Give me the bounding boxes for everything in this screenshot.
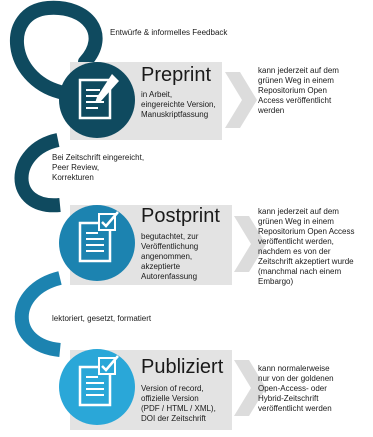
desc-line: Manuskriptfassung [141, 110, 209, 119]
transition-label-edited: lektoriert, gesetzt, formatiert [52, 314, 152, 323]
stage-note-preprint: kann jederzeit auf dem grünen Weg in ein… [258, 66, 339, 116]
stage-note-postprint: kann jederzeit auf dem grünen Weg in ein… [258, 207, 355, 287]
desc-line: (PDF / HTML / XML), [141, 404, 216, 413]
desc-line: in Arbeit, [141, 90, 173, 99]
note-line: nachdem es von der [258, 247, 331, 256]
desc-line: angenommen, [141, 252, 193, 261]
stage-title-postprint: Postprint [141, 205, 220, 227]
note-line: Zeitschrift akzeptiert wurde [258, 257, 354, 266]
note-line: kann jederzeit auf dem [258, 66, 339, 75]
note-line: grünen Weg in einem [258, 76, 334, 85]
arrow-publiziert [234, 360, 266, 416]
circle-publiziert [59, 349, 135, 425]
note-line: kann normalerweise [258, 364, 330, 373]
arrow-postprint [234, 216, 266, 272]
note-line: Access veröffentlicht [258, 96, 332, 105]
transition-line: Korrekturen [52, 173, 94, 182]
top-spiral [9, 0, 103, 99]
stage-note-publiziert: kann normalerweise nur von der goldenen … [258, 364, 334, 414]
stage-desc-preprint: in Arbeit, eingereichte Version, Manuskr… [141, 90, 216, 120]
note-line: (manchmal nach einem [258, 267, 342, 276]
desc-line: Version of record, [141, 384, 204, 393]
stage-desc-publiziert: Version of record, offizielle Version (P… [141, 384, 216, 424]
arrow-preprint [225, 72, 257, 128]
desc-line: begutachtet, zur [141, 232, 199, 241]
note-line: Repositorium Open Access [258, 227, 355, 236]
transition-line: Peer Review, [52, 163, 100, 172]
document-edit-icon [78, 74, 119, 120]
note-line: kann jederzeit auf dem [258, 207, 339, 216]
transition-line: Bei Zeitschrift eingereicht, [52, 153, 145, 162]
note-line: werden [258, 106, 285, 115]
desc-line: DOI der Zeitschrift [141, 414, 206, 423]
desc-line: akzeptierte [141, 262, 181, 271]
note-line: Hybrid-Zeitschrift [258, 394, 319, 403]
note-line: Repositorium Open [258, 86, 327, 95]
desc-line: Veröffentlichung [141, 242, 199, 251]
note-line: Open-Access- oder [258, 384, 327, 393]
transition-label-drafts: Entwürfe & informelles Feedback [110, 28, 228, 37]
desc-line: offizielle Version [141, 394, 199, 403]
note-line: grünen Weg in einem [258, 217, 334, 226]
note-line: veröffentlicht werden [258, 404, 332, 413]
stage-title-preprint: Preprint [141, 64, 212, 86]
document-check-icon [78, 211, 119, 263]
note-line: veröffentlicht werden, [258, 237, 334, 246]
desc-line: eingereichte Version, [141, 100, 216, 109]
note-line: Embargo) [258, 277, 294, 286]
circle-postprint [59, 205, 135, 281]
transition-label-submitted: Bei Zeitschrift eingereicht, Peer Review… [52, 153, 144, 183]
stage-title-publiziert: Publiziert [141, 356, 224, 378]
stage-desc-postprint: begutachtet, zur Veröffentlichung angeno… [141, 232, 198, 282]
connector-1-2 [14, 133, 61, 213]
note-line: nur von der goldenen [258, 374, 334, 383]
document-check-icon [78, 355, 119, 407]
connector-2-3 [14, 271, 63, 357]
desc-line: Autorenfassung [141, 272, 198, 281]
